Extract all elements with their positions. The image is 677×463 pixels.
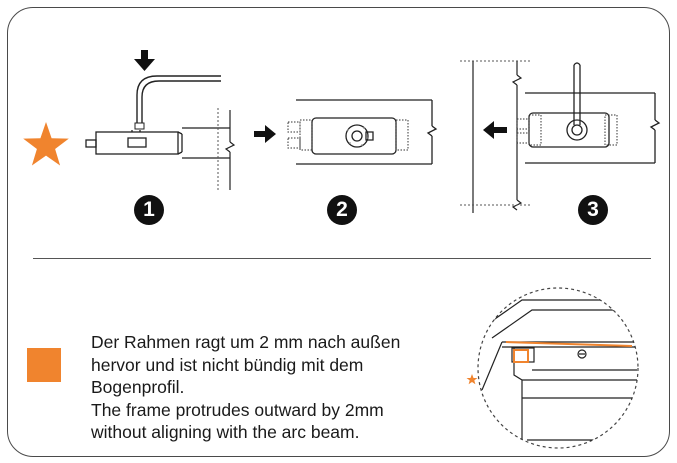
note-line: Bogenprofil. [91, 377, 185, 397]
square-marker-icon [27, 348, 61, 382]
hex-key [136, 75, 221, 123]
step-1-illustration [85, 50, 236, 190]
step-3-illustration [460, 60, 661, 213]
note-line: without aligning with the arc beam. [91, 422, 360, 442]
down-arrow-icon [134, 50, 155, 71]
step-3-badge: 3 [578, 195, 608, 225]
note-text: Der Rahmen ragt um 2 mm nach außen hervo… [91, 331, 451, 444]
step-2-illustration [254, 99, 438, 165]
right-arrow-icon [254, 125, 276, 143]
star-icon [23, 122, 69, 166]
step-1-badge: 1 [134, 195, 164, 225]
step-2-badge: 2 [327, 195, 357, 225]
left-arrow-icon [483, 121, 507, 139]
section-divider [33, 258, 651, 259]
note-line: The frame protrudes outward by 2mm [91, 399, 384, 420]
note-line: hervor und ist nicht bündig mit dem [91, 354, 364, 375]
small-star-icon [466, 374, 478, 385]
detail-zoom-illustration [466, 287, 639, 449]
note-line: Der Rahmen ragt um 2 mm nach außen [91, 332, 401, 352]
